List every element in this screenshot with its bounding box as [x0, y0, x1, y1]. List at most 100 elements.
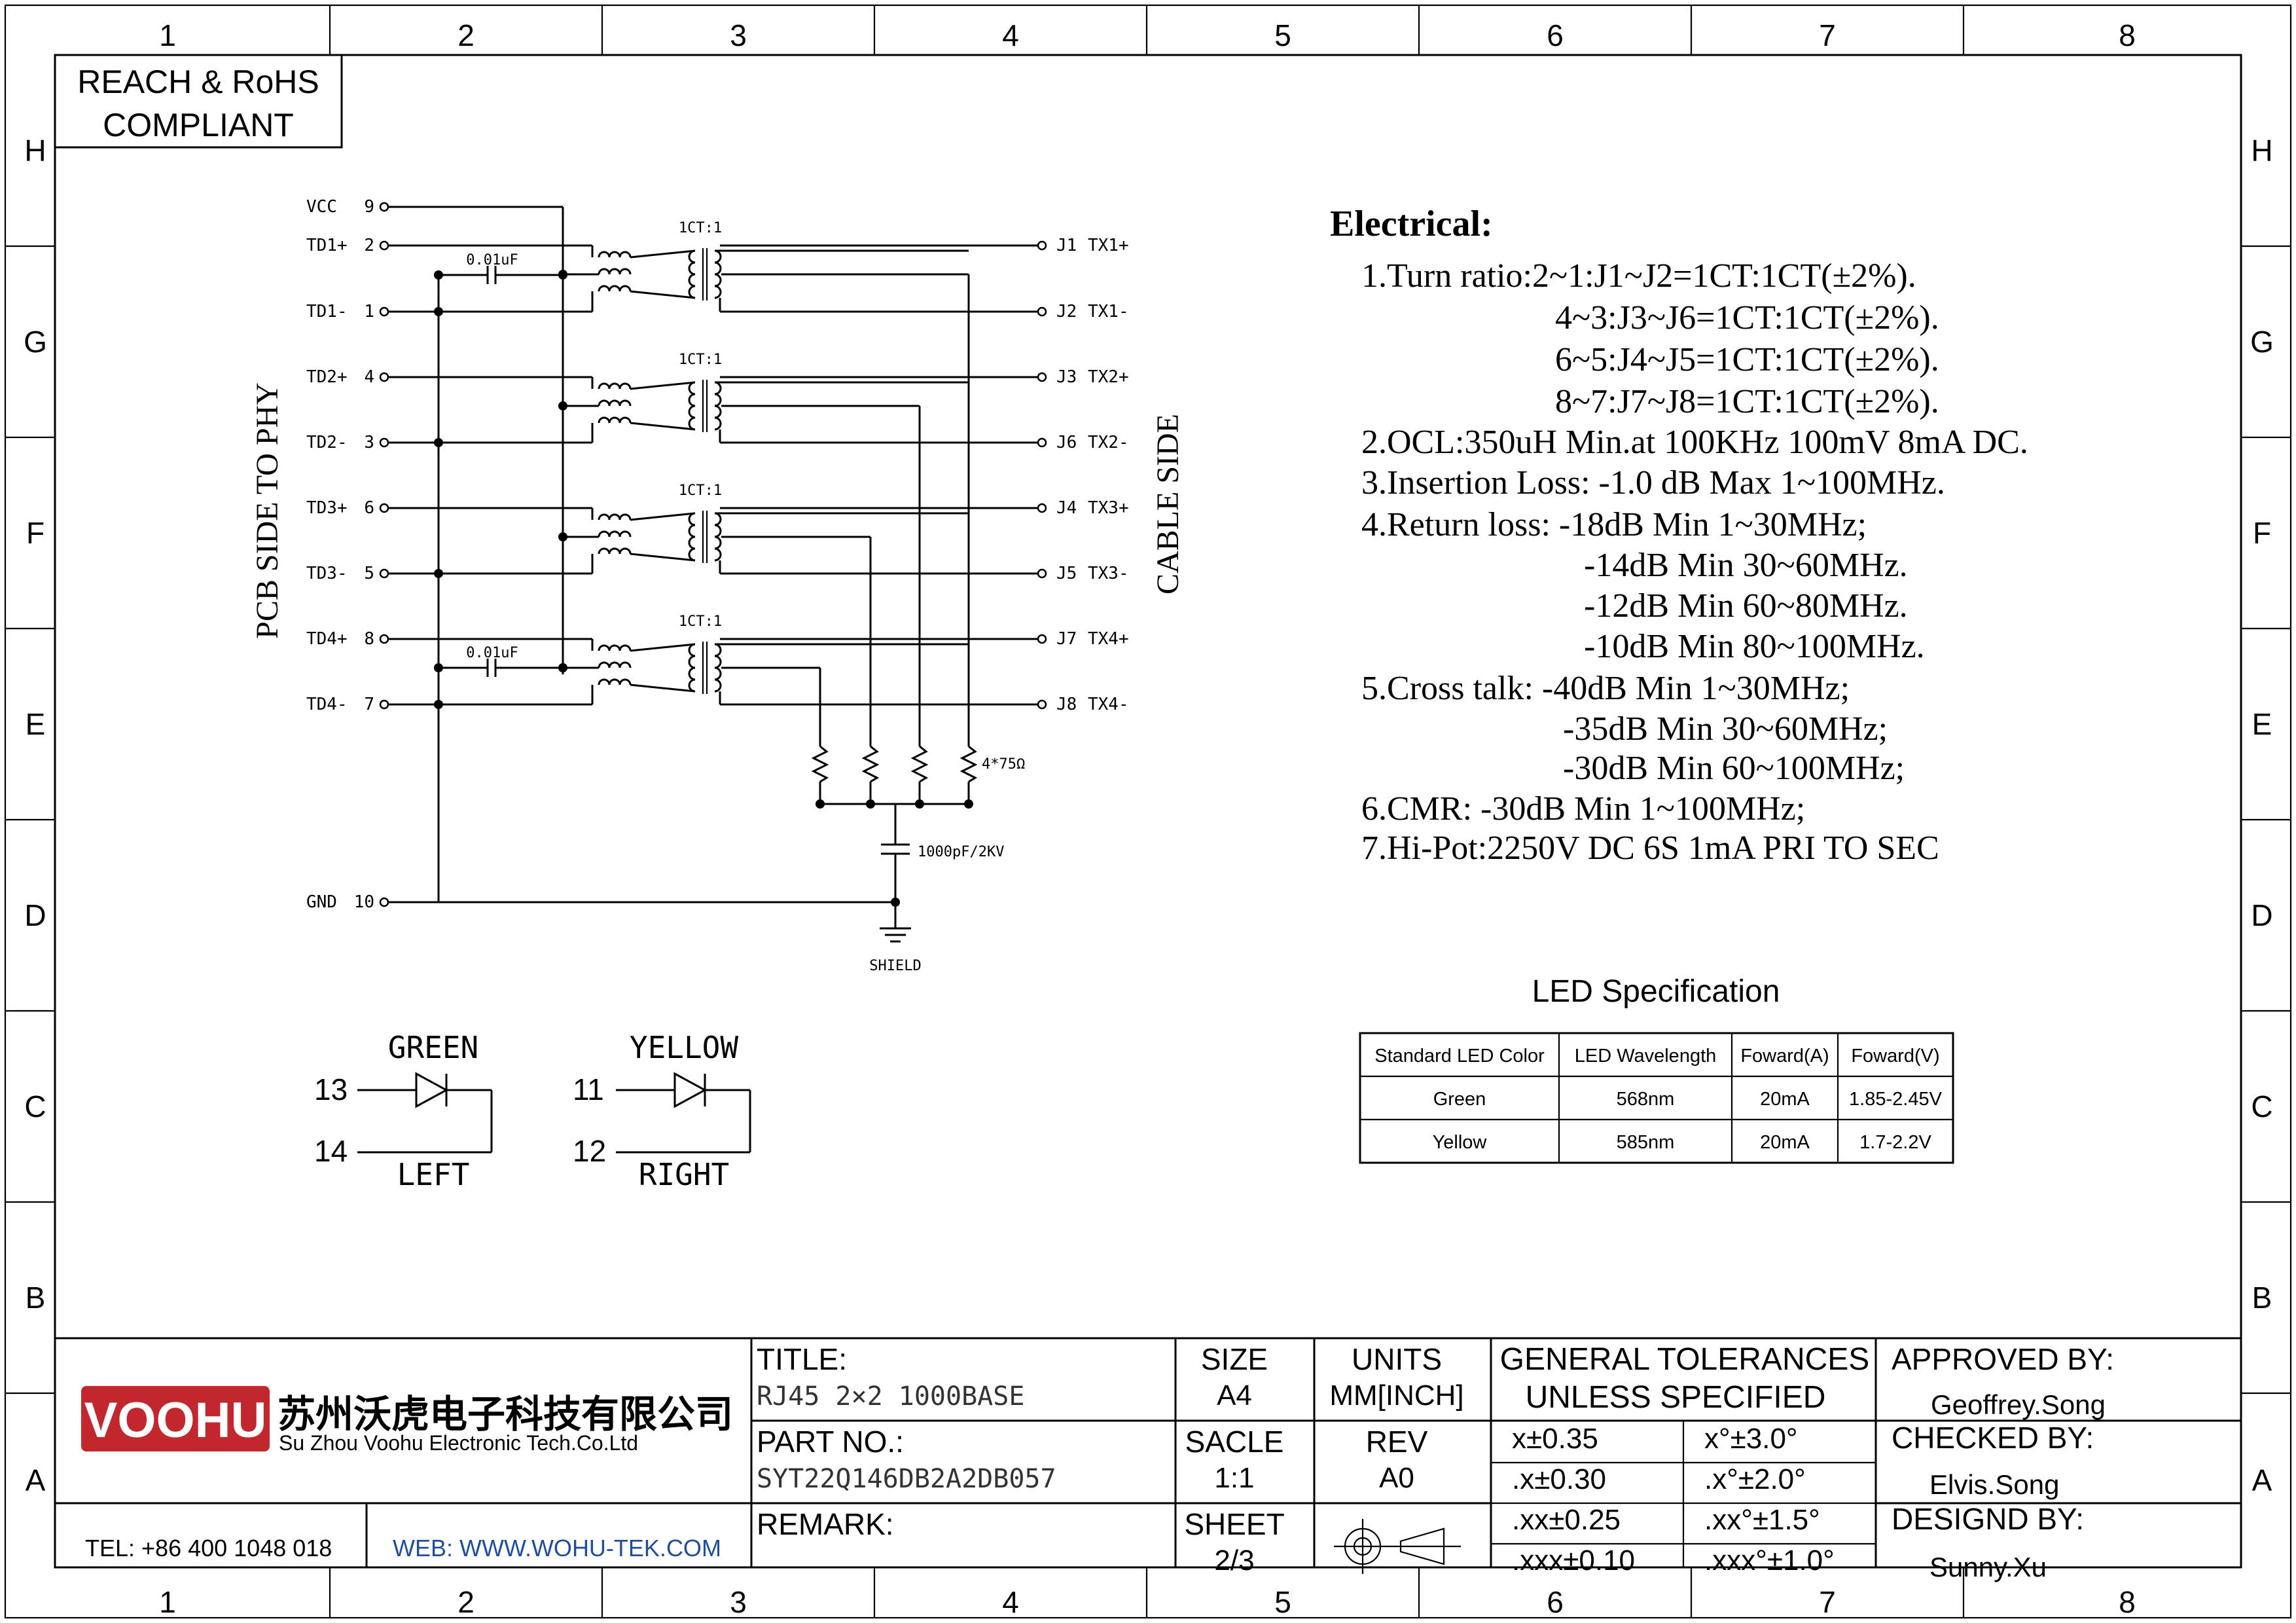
rev-value: A0	[1379, 1462, 1414, 1494]
choke-coil-icon	[598, 382, 632, 390]
led-table-header: LED Wavelength	[1575, 1046, 1717, 1067]
zone-col-label: 1	[159, 1585, 176, 1619]
pin-terminal	[379, 372, 389, 382]
choke-coil-icon	[598, 399, 632, 407]
pin-name-right: TX2-	[1088, 433, 1129, 452]
electrical-title: Electrical:	[1330, 204, 1493, 244]
zone-row-label: F	[26, 516, 45, 550]
zone-col-label: 4	[1002, 1585, 1019, 1619]
transformer-winding-icon	[688, 249, 696, 299]
sheet-label: SHEET	[1184, 1507, 1284, 1541]
part-label: PART NO.:	[757, 1425, 904, 1459]
transformer-ratio-label: 1CT:1	[679, 220, 722, 236]
remark-label: REMARK:	[757, 1507, 894, 1541]
wire	[630, 643, 696, 652]
choke-coil-icon	[598, 416, 632, 424]
zone-col-label: 6	[1547, 1585, 1564, 1619]
logo-text: VOOHU	[84, 1393, 267, 1448]
pin-number-left: 6	[364, 498, 374, 518]
pin-number-left: 2	[364, 236, 374, 255]
compliance-line-2: COMPLIANT	[103, 107, 294, 143]
cap-label-top: 0.01uF	[466, 252, 518, 268]
pin-terminal	[379, 306, 389, 317]
electrical-line: 8~7:J7~J8=1CT:1CT(±2%).	[1555, 383, 1939, 420]
zone-row-label: D	[24, 898, 46, 932]
electrical-spec: Electrical: 1.Turn ratio:2~1:J1~J2=1CT:1…	[1330, 204, 2028, 867]
pin-terminal	[1037, 634, 1047, 644]
junction-dot	[434, 663, 443, 672]
zone-col-label: 7	[1819, 1585, 1836, 1619]
resistor-icon	[811, 745, 829, 783]
transformer-ratio-label: 1CT:1	[679, 483, 722, 499]
pin-number-left: 9	[364, 197, 374, 217]
led-table-cell: Green	[1433, 1089, 1486, 1110]
designed-label: DESIGND BY:	[1892, 1502, 2084, 1536]
zone-col-label: 1	[159, 18, 176, 52]
shield-label: SHIELD	[869, 958, 921, 974]
electrical-line: 4.Return loss: -18dB Min 1~30MHz;	[1361, 506, 1867, 543]
pin-terminal	[1037, 503, 1047, 513]
pin-name-right: TX4-	[1088, 695, 1129, 714]
pin-name-left: TD2+	[306, 367, 348, 387]
pin-name-left: TD4+	[306, 629, 348, 649]
electrical-line: -14dB Min 30~60MHz.	[1584, 547, 1908, 584]
led-color-label: GREEN	[388, 1030, 478, 1065]
pin-terminal	[1037, 306, 1047, 317]
pin-terminal	[379, 634, 389, 644]
led-pin-top: 11	[573, 1072, 604, 1106]
wire	[630, 512, 696, 521]
electrical-line: 4~3:J3~J6=1CT:1CT(±2%).	[1555, 299, 1939, 337]
compliance-box	[54, 54, 343, 149]
zone-row-label: A	[2252, 1463, 2272, 1497]
zone-col-label: 8	[2119, 18, 2136, 52]
rev-label: REV	[1366, 1425, 1428, 1459]
resistor-icon	[910, 745, 929, 783]
checked-value: Elvis.Song	[1929, 1469, 2059, 1500]
electrical-line: 6~5:J4~J5=1CT:1CT(±2%).	[1555, 341, 1939, 378]
electrical-line: 3.Insertion Loss: -1.0 dB Max 1~100MHz.	[1361, 464, 1945, 501]
tolerance-linear: .x±0.30	[1512, 1463, 1606, 1495]
approved-label: APPROVED BY:	[1892, 1342, 2114, 1376]
resistor-icon	[861, 745, 880, 783]
pin-terminal	[379, 897, 389, 907]
cap-label-bottom: 0.01uF	[466, 645, 518, 661]
web-url[interactable]: WEB: WWW.WOHU-TEK.COM	[393, 1535, 721, 1561]
zone-col-label: 2	[457, 18, 475, 52]
junction-dot	[434, 307, 443, 316]
zone-row-label: B	[26, 1281, 46, 1315]
zone-row-label: H	[24, 134, 46, 168]
wire	[630, 684, 696, 693]
choke-coil-icon	[598, 644, 632, 651]
tolerance-linear: x±0.35	[1512, 1423, 1598, 1455]
tolerance-linear: .xx±0.25	[1512, 1504, 1621, 1536]
scale-label: SACLE	[1185, 1425, 1284, 1459]
zone-col-label: 2	[457, 1585, 475, 1619]
choke-coil-icon	[598, 268, 632, 275]
led-table-header: Standard LED Color	[1374, 1046, 1545, 1067]
pin-number-left: 7	[364, 695, 374, 714]
led-side-label: RIGHT	[639, 1157, 729, 1192]
junction-dot	[434, 438, 443, 447]
compliance-line-1: REACH & RoHS	[77, 64, 319, 100]
junction-dot	[434, 569, 443, 578]
led-table-cell: Yellow	[1433, 1132, 1488, 1153]
wire	[630, 381, 696, 390]
pin-number-right: J5	[1056, 564, 1077, 583]
pin-name-right: TX2+	[1088, 367, 1129, 387]
title-block-grid	[55, 1337, 2241, 1567]
led-table-header: Foward(V)	[1851, 1046, 1939, 1067]
led-table-header: Foward(A)	[1740, 1046, 1829, 1067]
junction-dot	[558, 270, 567, 280]
pin-terminal	[379, 240, 389, 251]
led-table-cell: 1.85-2.45V	[1849, 1089, 1943, 1110]
pin-name-left: TD4-	[306, 695, 348, 714]
zone-row-label: G	[24, 325, 47, 359]
zone-row-label: E	[26, 707, 46, 741]
pin-terminal	[379, 503, 389, 513]
electrical-line: 6.CMR: -30dB Min 1~100MHz;	[1361, 790, 1805, 828]
led-color-label: YELLOW	[630, 1030, 738, 1065]
transformer-winding-icon	[688, 643, 696, 693]
